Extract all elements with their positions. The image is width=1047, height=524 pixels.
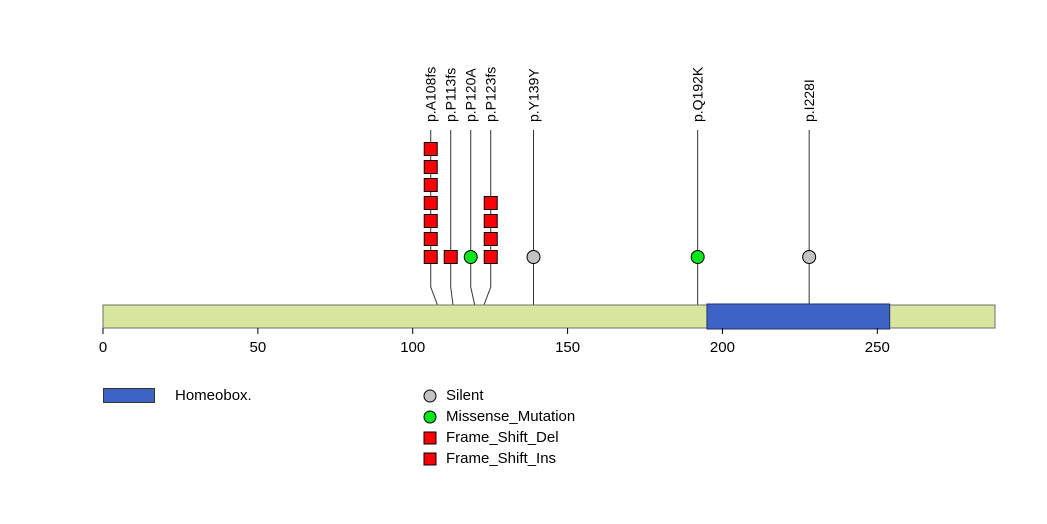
legend-label: Silent xyxy=(446,387,484,404)
legend-item-Silent: Silent xyxy=(423,387,575,404)
mutation-label: p.I228I xyxy=(801,79,817,122)
square-swatch-shape xyxy=(423,431,437,445)
mutation-marker-p.A108fs xyxy=(423,178,438,192)
square-swatch-icon xyxy=(423,431,437,445)
circle-swatch-shape xyxy=(423,389,437,403)
domain-legend: Homeobox. xyxy=(103,387,252,404)
lollipop-stem xyxy=(450,130,454,306)
mutation-label: p.P120A xyxy=(463,68,479,122)
legend-label: Missense_Mutation xyxy=(446,408,576,425)
mutation-marker-p.I228I xyxy=(802,250,817,264)
mutation-marker-p.Q192K xyxy=(690,250,705,264)
mutation-marker-p.P123fs xyxy=(483,232,498,246)
mutation-marker-p.P123fs xyxy=(483,196,498,210)
domain-legend-label: Homeobox. xyxy=(175,387,252,404)
legend-item-Missense_Mutation: Missense_Mutation xyxy=(423,408,576,425)
homeobox-swatch-rect xyxy=(103,388,155,403)
legend-item-Frame_Shift_Ins: Frame_Shift_Ins xyxy=(423,450,575,467)
axis-tick-label: 250 xyxy=(865,339,890,356)
mutation-marker-p.P113fs xyxy=(443,250,458,264)
square-swatch-icon xyxy=(423,452,437,466)
mutation-label: p.Q192K xyxy=(690,66,706,122)
mutation-marker-p.P120A xyxy=(463,250,478,264)
mutation-label: p.P123fs xyxy=(483,67,499,122)
mutation-marker-p.A108fs xyxy=(423,196,438,210)
legend-item-Frame_Shift_Del: Frame_Shift_Del xyxy=(423,429,575,446)
lollipop-stem xyxy=(483,130,492,306)
mutation-marker-p.A108fs xyxy=(423,160,438,174)
square-swatch-shape xyxy=(423,452,437,466)
axis-tick-label: 150 xyxy=(555,339,580,356)
legend-label: Frame_Shift_Del xyxy=(446,429,559,446)
mutation-marker-p.A108fs xyxy=(423,214,438,228)
mutation-marker-p.A108fs xyxy=(423,142,438,156)
axis-tick-label: 50 xyxy=(250,339,267,356)
mutation-label: p.A108fs xyxy=(423,67,439,122)
axis-tick-label: 0 xyxy=(99,339,107,356)
mutation-marker-p.A108fs xyxy=(423,250,438,264)
circle-swatch-icon xyxy=(423,389,437,403)
homeobox-domain-swatch xyxy=(103,388,155,403)
legend-label: Frame_Shift_Ins xyxy=(446,450,557,467)
circle-swatch-icon xyxy=(423,410,437,424)
mutation-label: p.Y139Y xyxy=(526,68,542,122)
domain-homeobox xyxy=(706,303,891,330)
mutation-marker-p.P123fs xyxy=(483,214,498,228)
axis-tick-label: 200 xyxy=(710,339,735,356)
axis-tick-label: 100 xyxy=(400,339,425,356)
circle-swatch-shape xyxy=(423,410,437,424)
mutation-marker-p.A108fs xyxy=(423,232,438,246)
mutation-marker-p.Y139Y xyxy=(526,250,541,264)
mutation-label: p.P113fs xyxy=(443,68,459,122)
lollipop-stem xyxy=(470,130,476,306)
mutation-marker-p.P123fs xyxy=(483,250,498,264)
